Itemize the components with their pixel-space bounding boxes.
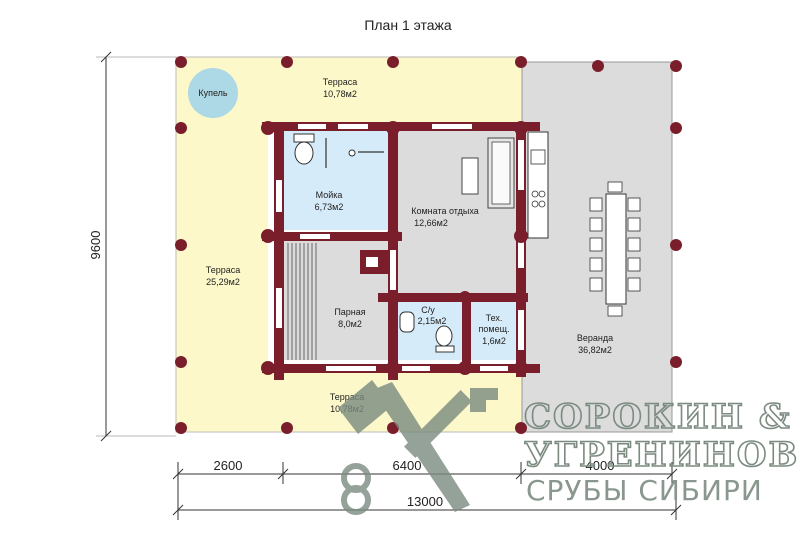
posts [175, 56, 682, 434]
brand-line-1: СОРОКИН & [524, 397, 792, 437]
kupel-icon [188, 68, 238, 118]
brand-logo-icon [338, 380, 498, 515]
moika-name: Мойка [316, 190, 343, 200]
terrace-top-area: 10,78м2 [323, 89, 357, 99]
dimension-w2: 6400 [393, 458, 422, 473]
coffee-table-icon [461, 157, 479, 195]
brand-line-3: СРУБЫ СИБИРИ [526, 474, 763, 507]
rest-room-name: Комната отдыха [411, 206, 479, 216]
veranda-area: 36,82м2 [578, 345, 612, 355]
terrace-bottom-name: Терраса [330, 392, 365, 402]
moika-area: 6,73м2 [315, 202, 344, 212]
parnaya-name: Парная [334, 307, 365, 317]
brand-text: СОРОКИН & УГРЕНИНОВ СРУБЫ СИБИРИ [523, 396, 799, 507]
sauna-bench [287, 243, 317, 360]
dimension-height-label: 9600 [88, 231, 103, 260]
tech-name-2: помещ. [479, 324, 510, 334]
dimension-w1: 2600 [214, 458, 243, 473]
brand-line-2: УГРЕНИНОВ [524, 435, 799, 475]
su-area: 2,15м2 [418, 316, 447, 326]
rest-room-area: 12,66м2 [414, 218, 448, 228]
sofa-icon [487, 137, 515, 209]
terrace-top-name: Терраса [323, 77, 358, 87]
su-name: С/у [421, 305, 435, 315]
dimension-height [96, 51, 176, 442]
kupel-label: Купель [198, 88, 228, 98]
tech-floor [470, 300, 518, 360]
veranda-name: Веранда [577, 333, 613, 343]
toilet-icon [293, 133, 315, 165]
parnaya-area: 8,0м2 [338, 319, 362, 329]
shower-icon [325, 138, 384, 168]
dimension-total: 13000 [407, 494, 443, 509]
stove-door [366, 257, 378, 267]
dimension-widths [172, 462, 682, 520]
tech-name: Тех. [486, 313, 503, 323]
dining-table-icon [589, 181, 641, 317]
openings [276, 124, 524, 371]
dimension-w3: 4000 [586, 458, 615, 473]
terrace-left-name: Терраса [206, 265, 241, 275]
kitchen-counter-icon [527, 131, 549, 239]
sink-icon [399, 311, 415, 333]
su-toilet-icon [435, 325, 455, 353]
tech-area: 1,6м2 [482, 336, 506, 346]
page-title: План 1 этажа [364, 17, 452, 33]
terrace-left-area: 25,29м2 [206, 277, 240, 287]
